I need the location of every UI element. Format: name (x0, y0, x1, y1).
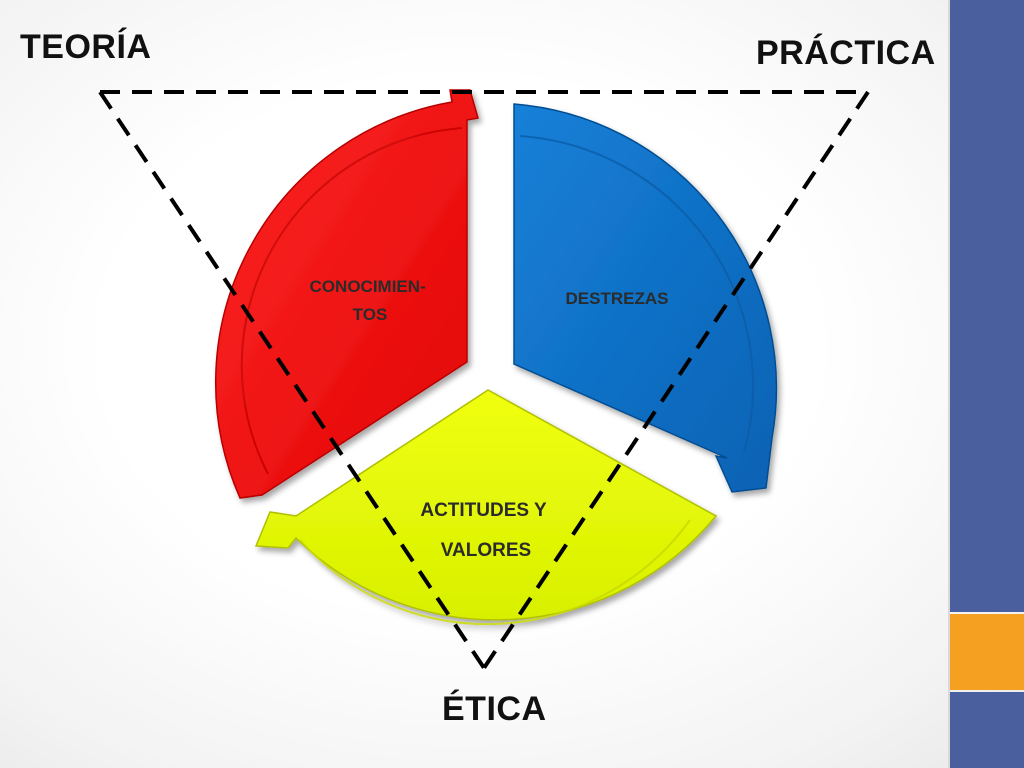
segment-actitudes (254, 389, 718, 625)
segment-destrezas-arrow-ridge (519, 135, 755, 453)
band-top-blue (950, 0, 1024, 612)
cycle-diagram: CONOCIMIEN- TOS DESTREZAS ACTITUDES Y VA… (98, 89, 870, 670)
band-orange-accent (950, 614, 1024, 690)
segment-destrezas (513, 103, 778, 493)
decorative-side-band (948, 0, 1024, 768)
teoria-label: TEORÍA (20, 28, 152, 66)
triangle-left-edge (98, 90, 486, 670)
segment-conocimientos-arrow-ridge (240, 127, 463, 475)
segment-destrezas-shape (513, 103, 778, 493)
actitudes-line-1: ACTITUDES Y (420, 500, 547, 521)
etica-label: ÉTICA (442, 690, 547, 728)
band-bottom-blue (950, 692, 1024, 768)
dashed-triangle (98, 90, 870, 670)
actitudes-label: ACTITUDES Y VALORES (420, 500, 551, 561)
segment-actitudes-arrow-ridge (299, 519, 691, 625)
triangle-right-edge (482, 90, 870, 670)
conocimientos-line-2: TOS (353, 305, 388, 324)
segment-conocimientos (215, 89, 479, 499)
destrezas-line-1: DESTREZAS (566, 289, 669, 308)
destrezas-label: DESTREZAS (566, 289, 669, 308)
conocimientos-line-1: CONOCIMIEN- (310, 277, 426, 296)
practica-label: PRÁCTICA (756, 34, 936, 72)
actitudes-line-2: VALORES (441, 540, 531, 561)
conocimientos-label: CONOCIMIEN- TOS (310, 277, 431, 324)
segment-conocimientos-shape (215, 89, 479, 499)
